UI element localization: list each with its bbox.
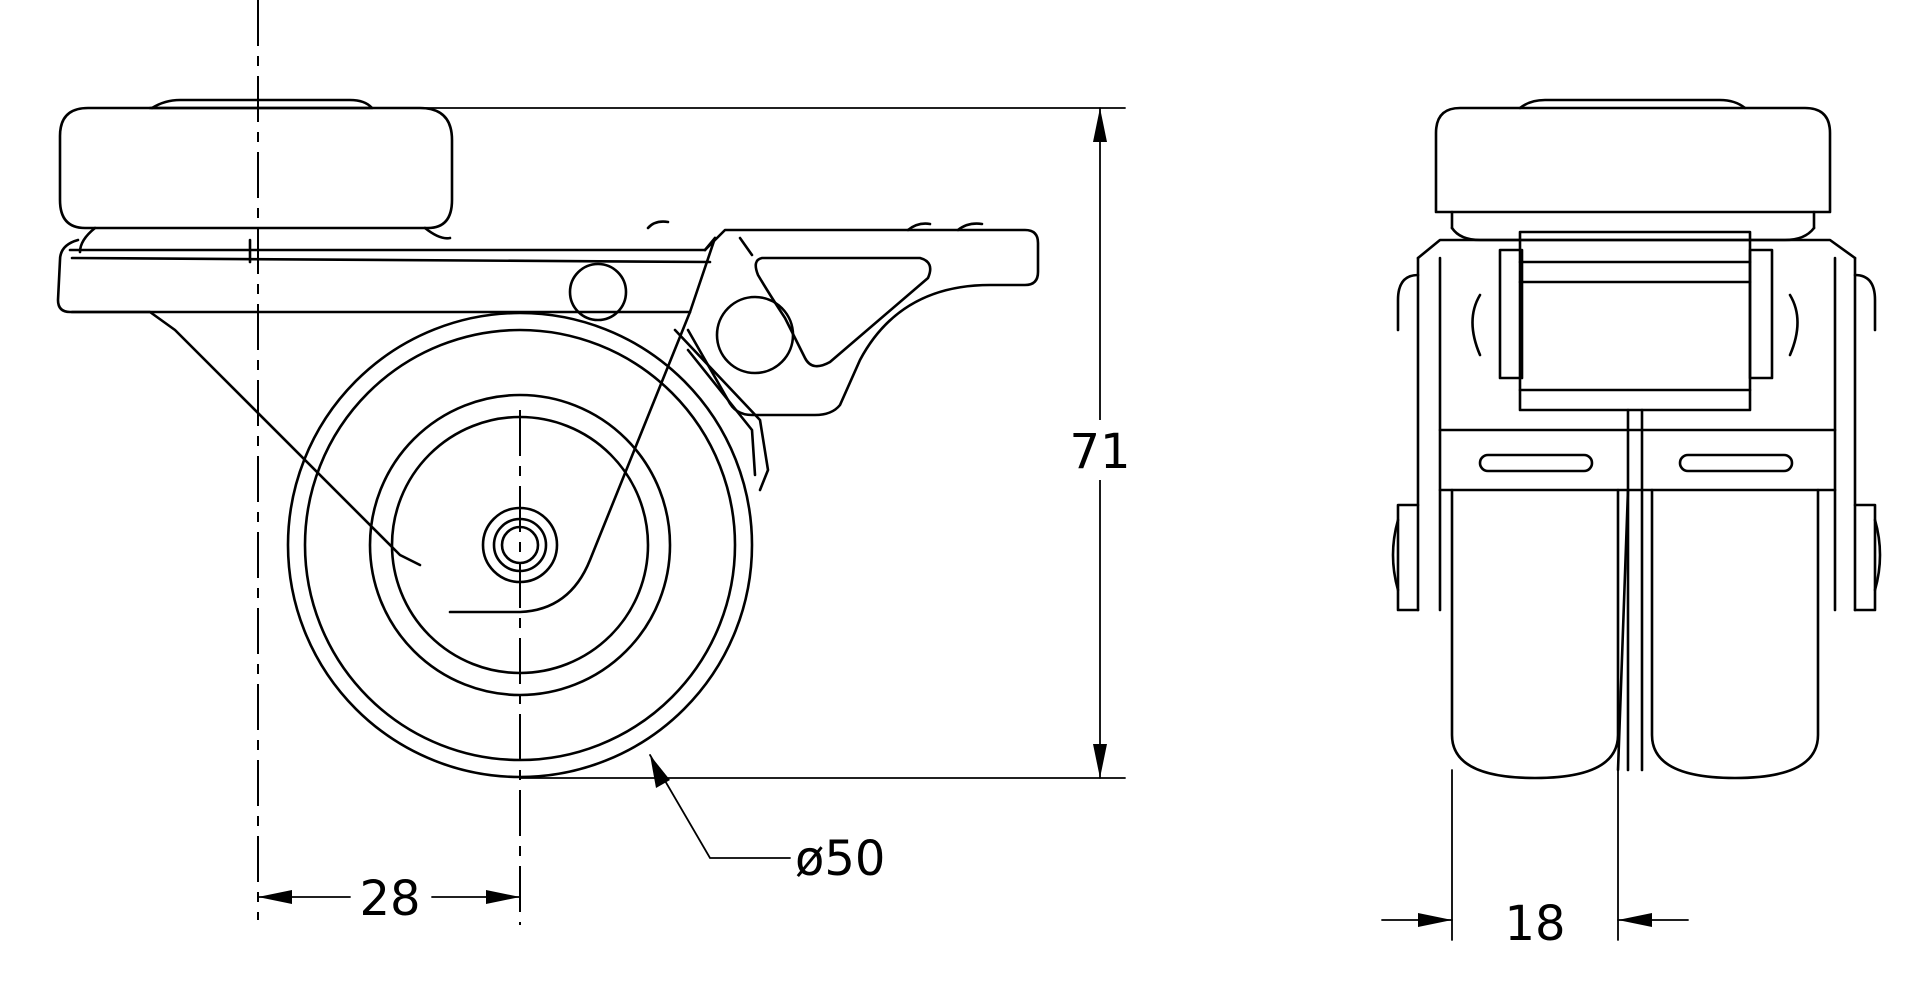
width-dimension <box>1381 769 1689 941</box>
diameter-dimension-label: ø50 <box>795 831 885 887</box>
width-dimension-label: 18 <box>1504 896 1565 952</box>
height-dimension-label: 71 <box>1069 424 1130 480</box>
offset-dimension <box>257 890 521 904</box>
side-rivet <box>568 262 628 322</box>
brake-pivot <box>715 295 795 375</box>
side-fork-body <box>56 236 717 614</box>
front-view: 18 <box>1381 98 1882 952</box>
side-view: 71 ø50 28 <box>56 0 1131 927</box>
front-wheel-left <box>1450 488 1620 780</box>
diameter-leader <box>649 754 791 859</box>
offset-dimension-label: 28 <box>359 871 420 927</box>
front-wheel-right <box>1650 488 1820 780</box>
front-top-plate <box>1434 98 1832 242</box>
front-wheels <box>1450 488 1820 780</box>
front-bracket <box>1391 230 1882 772</box>
height-dimension <box>371 107 1126 779</box>
side-top-plate <box>58 98 454 254</box>
side-brake-pedal <box>646 220 1040 492</box>
